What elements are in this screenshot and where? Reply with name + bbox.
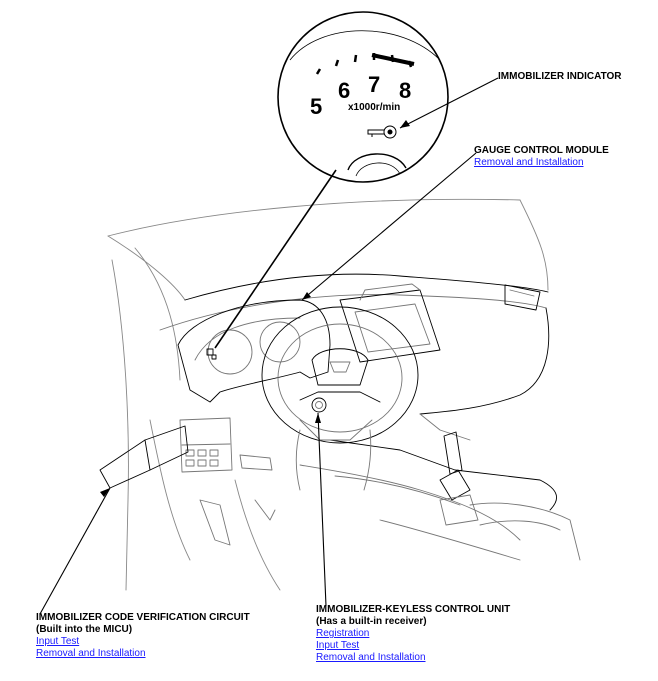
link-removal-installation[interactable]: Removal and Installation: [36, 648, 146, 659]
link-input-test[interactable]: Input Test: [316, 640, 360, 651]
link-removal-installation[interactable]: Removal and Installation: [474, 157, 584, 168]
callout-title: GAUGE CONTROL MODULE: [474, 145, 609, 156]
callout-subtitle: (Has a built-in receiver): [316, 616, 427, 627]
link-input-test[interactable]: Input Test: [36, 636, 80, 647]
arrowheads: [100, 120, 410, 497]
callout-title: IMMOBILIZER CODE VERIFICATION CIRCUIT: [36, 612, 250, 623]
tachometer-zoom: 5 6 7 8 x1000r/min: [277, 11, 449, 183]
callout-immobilizer-indicator: IMMOBILIZER INDICATOR: [498, 71, 622, 83]
link-removal-installation[interactable]: Removal and Installation: [316, 652, 426, 663]
callout-code-verification-circuit: IMMOBILIZER CODE VERIFICATION CIRCUIT (B…: [36, 612, 250, 660]
dashboard-line-art: [99, 198, 581, 591]
gauge-number-6: 6: [338, 78, 350, 103]
callout-subtitle: (Built into the MICU): [36, 624, 133, 635]
key-icon: [367, 125, 397, 139]
gauge-unit: x1000r/min: [348, 102, 400, 113]
callout-keyless-control-unit: IMMOBILIZER-KEYLESS CONTROL UNIT (Has a …: [316, 604, 510, 664]
callout-title: IMMOBILIZER-KEYLESS CONTROL UNIT: [316, 604, 511, 615]
gauge-number-8: 8: [399, 78, 411, 103]
leader-lines: [39, 77, 499, 615]
gauge-number-7: 7: [368, 72, 380, 97]
callout-title: IMMOBILIZER INDICATOR: [498, 71, 622, 82]
callout-gauge-control-module: GAUGE CONTROL MODULE Removal and Install…: [474, 145, 609, 169]
gauge-number-5: 5: [310, 94, 322, 119]
link-registration[interactable]: Registration: [316, 628, 370, 639]
